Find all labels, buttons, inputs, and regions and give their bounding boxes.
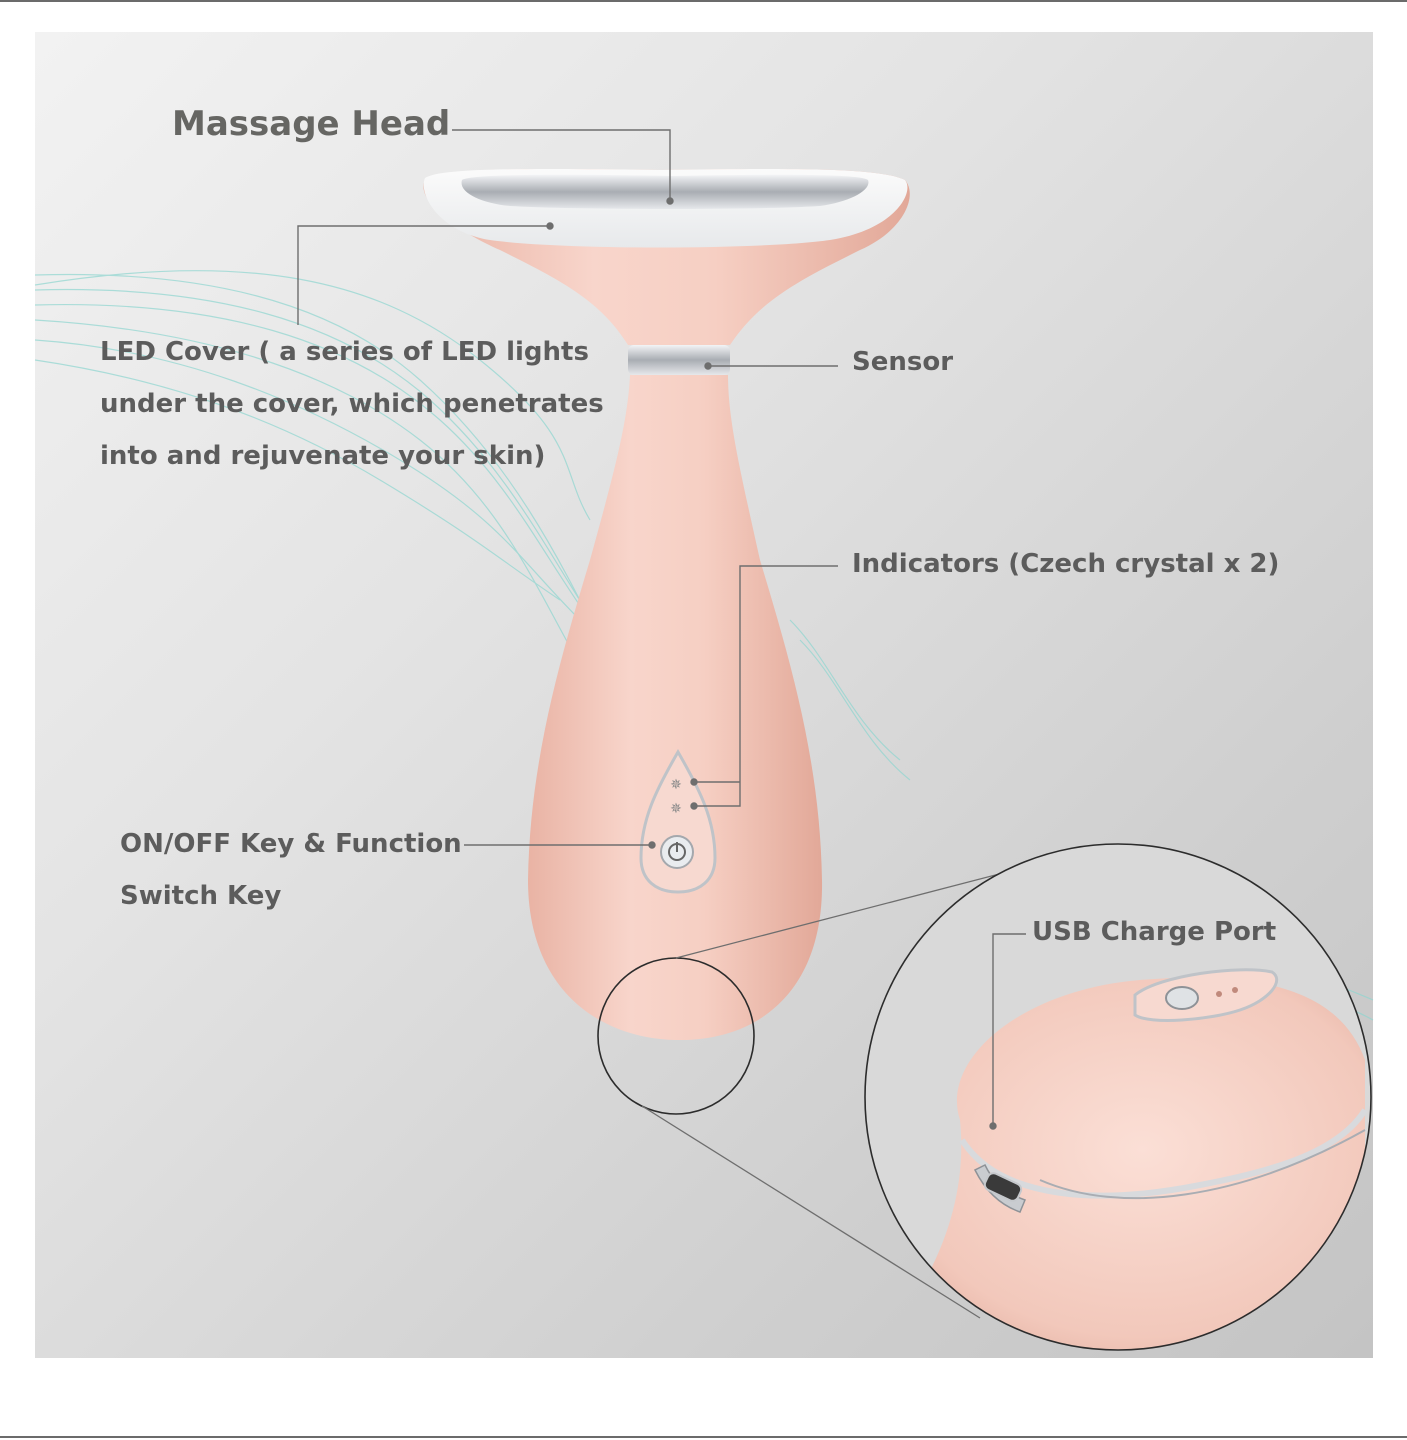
bottom-border <box>0 1436 1407 1438</box>
indicators-label: Indicators (Czech crystal x 2) <box>852 549 1280 579</box>
led-cover-line-3: into and rejuvenate your skin) <box>100 441 546 471</box>
svg-text:✵: ✵ <box>670 801 682 817</box>
zoom-connector-top <box>675 865 1031 959</box>
usb-port-label: USB Charge Port <box>1032 917 1277 947</box>
device-head <box>423 168 910 345</box>
device-body <box>528 375 823 1040</box>
on-off-key-line-2: Switch Key <box>120 881 282 911</box>
led-cover-line-1: LED Cover ( a series of LED lights <box>100 337 589 367</box>
on-off-key-line-1: ON/OFF Key & Function <box>120 829 462 859</box>
leader-lines <box>297 129 1026 1130</box>
top-border <box>0 0 1407 2</box>
led-cover-label: LED Cover ( a series of LED lights under… <box>100 326 604 482</box>
svg-text:✵: ✵ <box>670 777 682 793</box>
usb-port <box>973 1163 1026 1213</box>
control-panel: ✵ ✵ <box>639 749 717 894</box>
led-cover-line-2: under the cover, which penetrates <box>100 389 604 419</box>
massage-head-label: Massage Head <box>172 104 451 144</box>
sensor-label: Sensor <box>852 347 954 377</box>
on-off-key-label: ON/OFF Key & Function Switch Key <box>120 818 462 922</box>
sensor-ring <box>628 345 730 375</box>
zoom-connector-bottom <box>641 1105 981 1319</box>
zoom-circle <box>864 843 1372 1351</box>
